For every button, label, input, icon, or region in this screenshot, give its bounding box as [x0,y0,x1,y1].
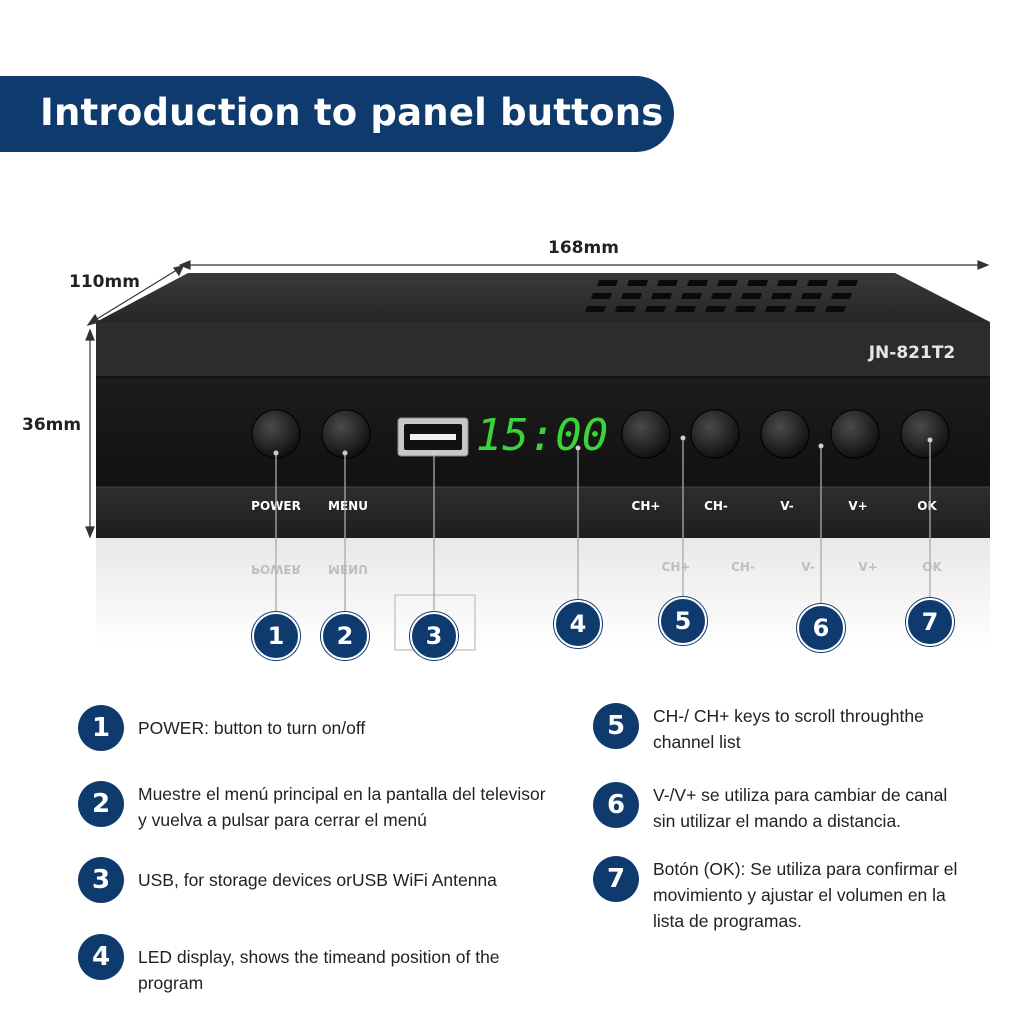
usb-port-graphic [397,417,469,457]
svg-text:V+: V+ [858,560,877,574]
width-dimension-line [178,260,990,270]
callout-badge-6: 6 [797,604,845,652]
callout-badge-2: 2 [321,612,369,660]
svg-text:V-: V- [801,560,814,574]
menu-label: MENU [328,499,368,513]
legend-text-7: Botón (OK): Se utiliza para confirmar el… [653,859,958,931]
led-display: 15:00 [476,410,608,461]
height-dimension-line [85,328,95,539]
depth-dimension-label: 110mm [69,272,140,292]
legend-text-5: CH-/ CH+ keys to scroll throughthe chann… [653,706,924,752]
vent-slots [585,280,858,312]
callout-badge-5: 5 [659,597,707,645]
legend-text-4: LED display, shows the timeand position … [138,947,500,993]
legend-text-2: Muestre el menú principal en la pantalla… [138,784,546,830]
legend-text-1: POWER: button to turn on/off [138,718,366,738]
legend-number-3: 3 [78,857,124,903]
title-banner: Introduction to panel buttons [0,76,674,152]
legend-number-5: 5 [593,703,639,749]
legend-item-5: 5 CH-/ CH+ keys to scroll throughthe cha… [593,703,983,755]
callout-badge-1: 1 [252,612,300,660]
svg-text:CH+: CH+ [662,560,691,574]
set-top-box-illustration: POWER MENU CH+ CH- V- V+ OK JN-821T2 15:… [85,260,990,651]
legend-number-1: 1 [78,705,124,751]
legend-item-7: 7 Botón (OK): Se utiliza para confirmar … [593,856,983,934]
ch-plus-button-graphic [621,409,671,459]
legend-item-3: 3 USB, for storage devices orUSB WiFi An… [78,857,558,903]
legend-number-7: 7 [593,856,639,902]
legend-number-2: 2 [78,781,124,827]
ok-label: OK [917,499,937,513]
svg-text:MENU: MENU [328,562,368,576]
v-minus-button-graphic [760,409,810,459]
callout-badge-4: 4 [554,600,602,648]
page-title: Introduction to panel buttons [40,91,664,134]
device-upper-band [96,322,990,377]
svg-text:CH-: CH- [731,560,755,574]
legend-text-6: V-/V+ se utiliza para cambiar de canal s… [653,785,948,831]
menu-button-graphic [321,409,371,459]
legend-text-3: USB, for storage devices orUSB WiFi Ante… [138,870,497,890]
v-minus-label: V- [780,499,793,513]
model-label: JN-821T2 [868,343,956,363]
legend-item-2: 2 Muestre el menú principal en la pantal… [78,781,558,833]
legend-item-1: 1 POWER: button to turn on/off [78,705,558,751]
v-plus-button-graphic [830,409,880,459]
legend-number-6: 6 [593,782,639,828]
device-reflection [96,538,990,648]
callout-badge-3: 3 [410,612,458,660]
callout-dots [273,435,933,456]
legend-item-6: 6 V-/V+ se utiliza para cambiar de canal… [593,782,983,834]
callout-badge-7: 7 [906,598,954,646]
height-dimension-label: 36mm [22,415,82,435]
svg-text:OK: OK [922,560,942,574]
device-lower-strip [96,487,990,538]
width-dimension-label: 168mm [548,238,619,258]
v-plus-label: V+ [848,499,867,513]
ch-minus-button-graphic [690,409,740,459]
callout-leaders [275,438,931,612]
legend-item-4: 4 LED display, shows the timeand positio… [78,934,558,996]
ch-plus-label: CH+ [632,499,661,513]
legend-number-4: 4 [78,934,124,980]
ok-button-graphic [900,409,950,459]
ch-minus-label: CH- [704,499,728,513]
